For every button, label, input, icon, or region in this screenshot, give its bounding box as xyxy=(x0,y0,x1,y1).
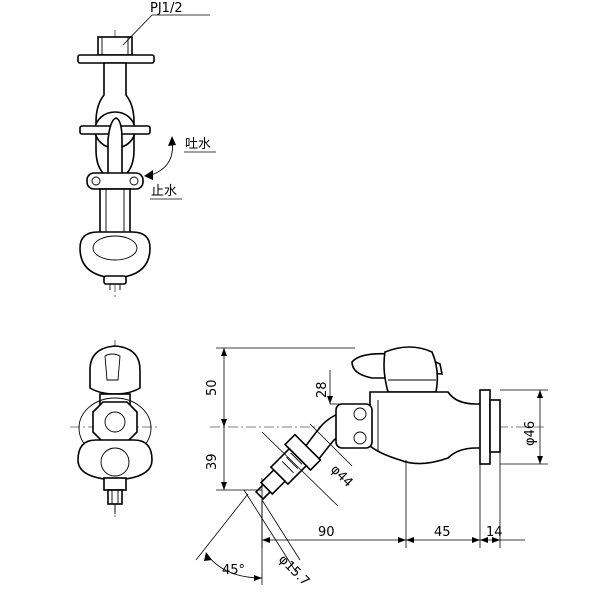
stop-water-label: 止水 xyxy=(151,184,177,199)
top-view: PJ1/2 吐水 止水 xyxy=(77,1,216,300)
dim-45: 45 xyxy=(434,525,451,540)
dim-phi157: φ15.7 xyxy=(275,552,312,589)
spout-water-label: 吐水 xyxy=(185,137,211,152)
dim-phi46: φ46 xyxy=(523,421,538,446)
dim-90: 90 xyxy=(318,525,335,540)
thread-label: PJ1/2 xyxy=(150,1,183,16)
side-view xyxy=(70,340,160,520)
dim-angle: 45° xyxy=(222,563,245,578)
elevation-view: 50 39 28 φ46 90 45 14 xyxy=(195,346,548,589)
dim-phi44: φ44 xyxy=(327,462,355,490)
dim-28: 28 xyxy=(315,381,330,398)
dim-14: 14 xyxy=(486,525,503,540)
dim-50: 50 xyxy=(205,379,220,396)
dim-39: 39 xyxy=(205,453,220,470)
